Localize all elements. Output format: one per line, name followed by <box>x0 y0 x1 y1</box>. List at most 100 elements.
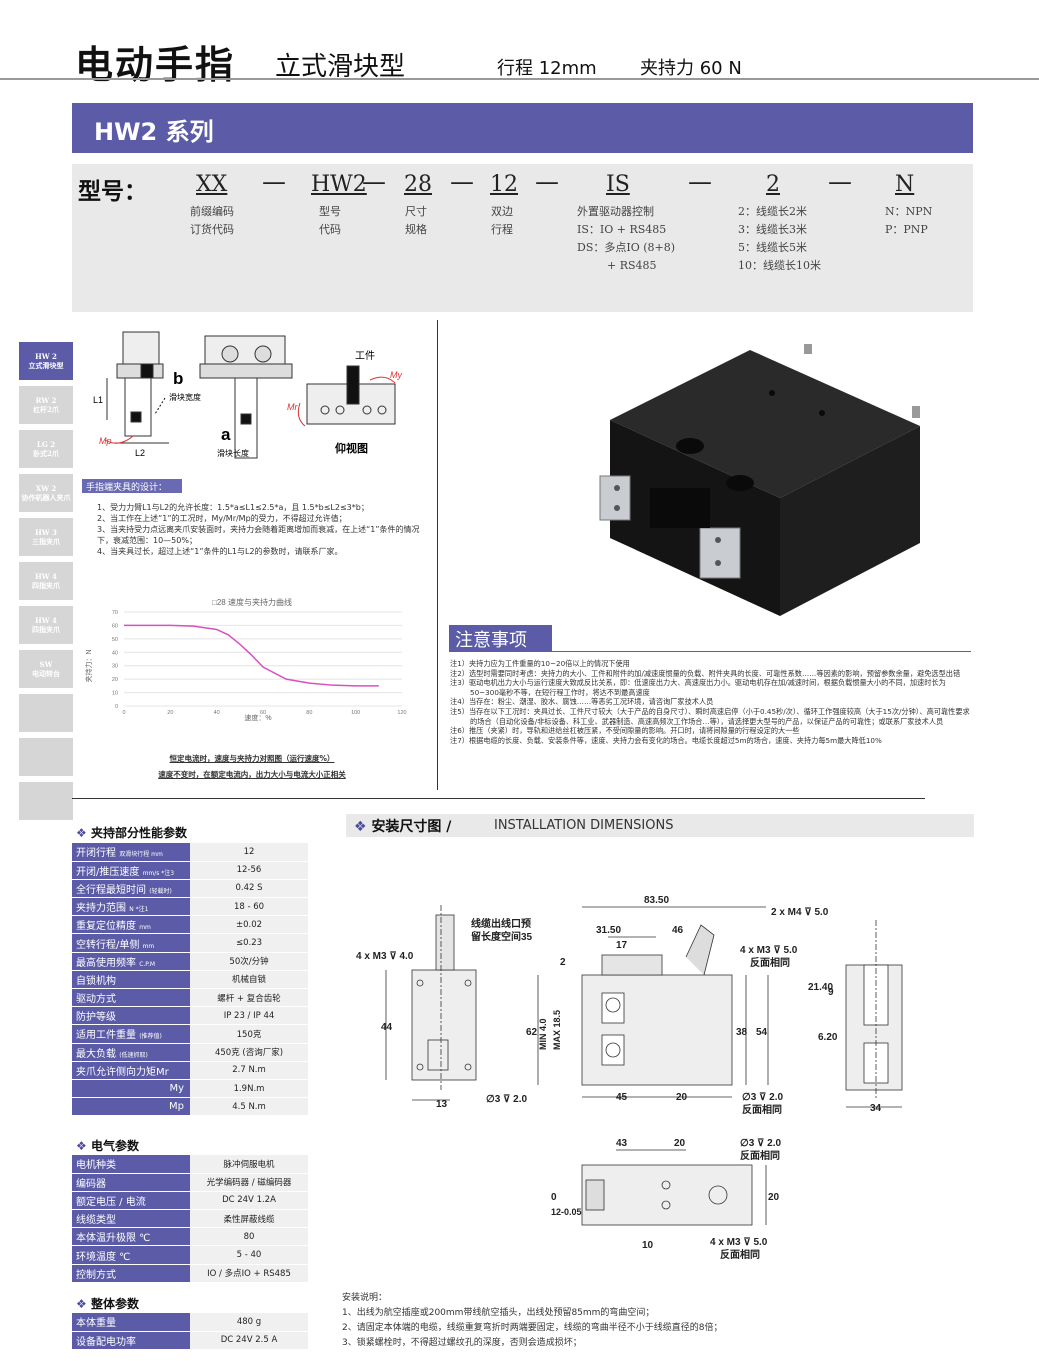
dim-62: 62 <box>526 1027 538 1038</box>
param-value: 光学编码器 / 磁编码器 <box>190 1173 308 1192</box>
notice-item: 注2）选型时需要同时考虑：夹持力的大小、工件和附件的加/减速度惯量的负载、附件夹… <box>450 668 961 678</box>
param-key: 重复定位精度 mm <box>72 915 190 935</box>
notice-item: 注5）当存在以下工况时：夹具过长、工件尺寸较大（大于产品的自身尺寸）、瞬时高速启… <box>450 706 970 726</box>
sidenav-item[interactable] <box>19 782 73 820</box>
label-b: b <box>173 369 183 388</box>
install-notes: 安装说明： 1、出线为航空插座或200mm带线航空插头，出线处预留85mm的弯曲… <box>342 1293 723 1348</box>
chart-xtick: 40 <box>214 710 220 716</box>
param-key: 最高使用频率 C.P.M <box>72 952 190 971</box>
dim-2: 2 <box>560 957 566 968</box>
model-code-box <box>72 164 973 312</box>
param-value: DC 24V 1.2A <box>190 1191 308 1211</box>
dim-0: 0 <box>551 1192 557 1203</box>
param-key: 驱动方式 <box>72 988 190 1008</box>
model-dash: — <box>535 168 559 196</box>
label-slide-width: 滑块宽度 <box>169 392 201 402</box>
dim-46: 46 <box>672 925 684 936</box>
dim-21-40: 21.40 <box>808 982 833 993</box>
param-value: DC 24V 2.5 A <box>190 1331 308 1350</box>
param-key: My <box>72 1079 190 1099</box>
sidenav-item[interactable] <box>19 694 73 732</box>
model-code-output: N <box>895 172 915 197</box>
chart-xtick: 100 <box>351 710 360 716</box>
section-divider <box>72 798 925 799</box>
header-stroke: 行程 12mm <box>497 58 597 79</box>
model-code-cable: 2 <box>766 172 780 197</box>
param-value: 12 <box>190 843 308 862</box>
desc-size: 尺寸规格 <box>405 205 427 236</box>
param-row: 驱动方式螺杆 + 复合齿轮 <box>72 988 308 1008</box>
dim-38: 38 <box>736 1027 748 1038</box>
model-dash: — <box>262 168 286 196</box>
label-slide-length: 滑块长度 <box>217 448 249 458</box>
param-value: 5 - 40 <box>190 1245 308 1265</box>
design-tag: 手指端夹具的设计： <box>82 479 182 493</box>
model-code-stroke: 12 <box>490 172 518 197</box>
chart-ytick: 40 <box>112 650 118 656</box>
dim-same: 反面相同 <box>750 956 790 969</box>
model-dash: — <box>828 168 852 196</box>
param-row: 电机种类脉冲伺服电机 <box>72 1155 308 1174</box>
param-key: Mp <box>72 1097 190 1117</box>
dim-45: 45 <box>616 1092 628 1103</box>
dim-phi: ∅3 ⊽ 2.0 <box>486 1094 527 1105</box>
param-row: 编码器光学编码器 / 磁编码器 <box>72 1173 308 1192</box>
sidenav-item[interactable] <box>19 738 73 776</box>
desc-prefix: 前缀编码订货代码 <box>190 205 234 236</box>
dim-17: 17 <box>616 940 628 951</box>
dim-phi-2: ∅3 ⊽ 2.0 <box>742 1092 783 1103</box>
dim-13: 13 <box>436 1099 448 1110</box>
dim-20: 20 <box>676 1092 688 1103</box>
param-key: 本体温升极限 ℃ <box>72 1227 190 1247</box>
chart-title: □28 速度与夹持力曲线 <box>212 597 292 607</box>
design-notes: 1、受力力臂L1与L2的允许长度：1.5*a≤L1≤2.5*a，且 1.5*b≤… <box>97 503 420 556</box>
dim-phi-3: ∅3 ⊽ 2.0 <box>740 1138 781 1149</box>
notice-item: 注7）根据电缆的长度、负载、安装条件等，速度、夹持力会有变化的场合。电缆长度超过… <box>450 735 882 745</box>
chart-xtick: 80 <box>306 710 312 716</box>
dim-m3-5: 4 x M3 ⊽ 5.0 <box>740 945 798 956</box>
param-value: ±0.02 <box>190 915 308 935</box>
label-bottom-view: 仰视图 <box>335 441 368 455</box>
param-key: 开闭/推压速度 mm/s *注3 <box>72 861 190 880</box>
notice-item: 注6）推压（夹紧）时，导轨和进给丝杠被压紧，不受间隙量的影响。开口时，请将间隙量… <box>450 726 800 736</box>
param-row: 适用工件重量 (推荐值)150克 <box>72 1024 308 1044</box>
param-row: 全行程最短时间 (轻载时)0.42 S <box>72 879 308 899</box>
param-key: 防护等级 <box>72 1006 190 1026</box>
chart-xtick: 0 <box>122 710 125 716</box>
chart-ylabel: 夹持力：N <box>84 649 93 682</box>
model-label: 型号： <box>78 179 147 205</box>
model-code-prefix: XX <box>196 172 228 197</box>
chart-series-line <box>124 624 379 687</box>
notice-item: 注1）夹持力应为工件重量的10~20倍以上的情况下使用 <box>450 659 630 668</box>
dim-83-50: 83.50 <box>644 895 669 906</box>
label-l2: L2 <box>135 448 145 458</box>
column-divider <box>437 320 438 790</box>
dim-20b: 20 <box>674 1138 686 1149</box>
elec-params-title: ❖ 电气参数 <box>76 1139 139 1153</box>
param-key: 线缆类型 <box>72 1209 190 1229</box>
param-key: 环境温度 ℃ <box>72 1245 190 1265</box>
param-value: 480 g <box>190 1313 308 1332</box>
chart-xtick: 20 <box>167 710 173 716</box>
label-a: a <box>221 425 231 444</box>
dim-same-2: 反面相同 <box>742 1103 782 1116</box>
chart-note-1: 恒定电流时，速度与夹持力对照图（运行速度%） <box>169 754 335 763</box>
